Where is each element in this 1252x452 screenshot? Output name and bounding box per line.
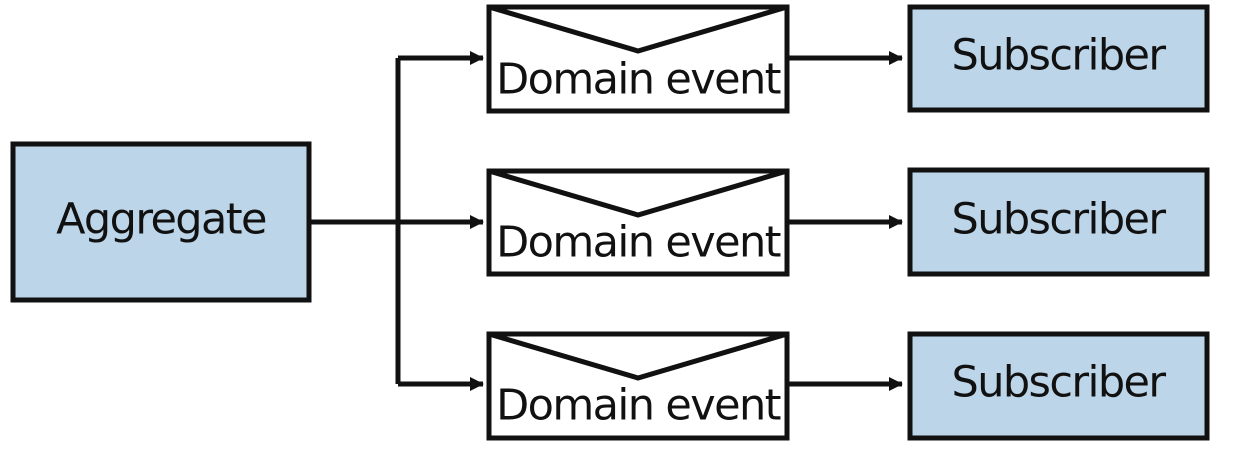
subscriber-label-3: Subscriber [952, 358, 1167, 408]
domain-event-envelope-1: Domain event [486, 4, 790, 114]
domain-event-label-1: Domain event [496, 55, 781, 105]
domain-event-row-1: Domain event Subscriber [398, 4, 1210, 114]
domain-event-envelope-2: Domain event [486, 168, 790, 277]
subscriber-node-3: Subscriber [907, 331, 1210, 441]
aggregate-node: Aggregate [10, 141, 312, 303]
aggregate-label: Aggregate [56, 195, 266, 245]
domain-event-envelope-3: Domain event [486, 331, 790, 441]
envelope-flap-icon [488, 168, 788, 218]
domain-event-label-2: Domain event [496, 218, 781, 268]
domain-event-row-2: Domain event Subscriber [398, 167, 1210, 277]
subscriber-label-1: Subscriber [952, 31, 1167, 81]
envelope-flap-icon [488, 4, 788, 54]
envelope-flap-icon [488, 331, 788, 381]
aggregate-connector-lines [309, 58, 401, 384]
subscriber-label-2: Subscriber [952, 195, 1167, 245]
subscriber-node-1: Subscriber [907, 4, 1210, 113]
domain-event-row-3: Domain event Subscriber [398, 331, 1210, 441]
domain-event-label-3: Domain event [496, 381, 781, 431]
subscriber-node-2: Subscriber [907, 167, 1210, 277]
